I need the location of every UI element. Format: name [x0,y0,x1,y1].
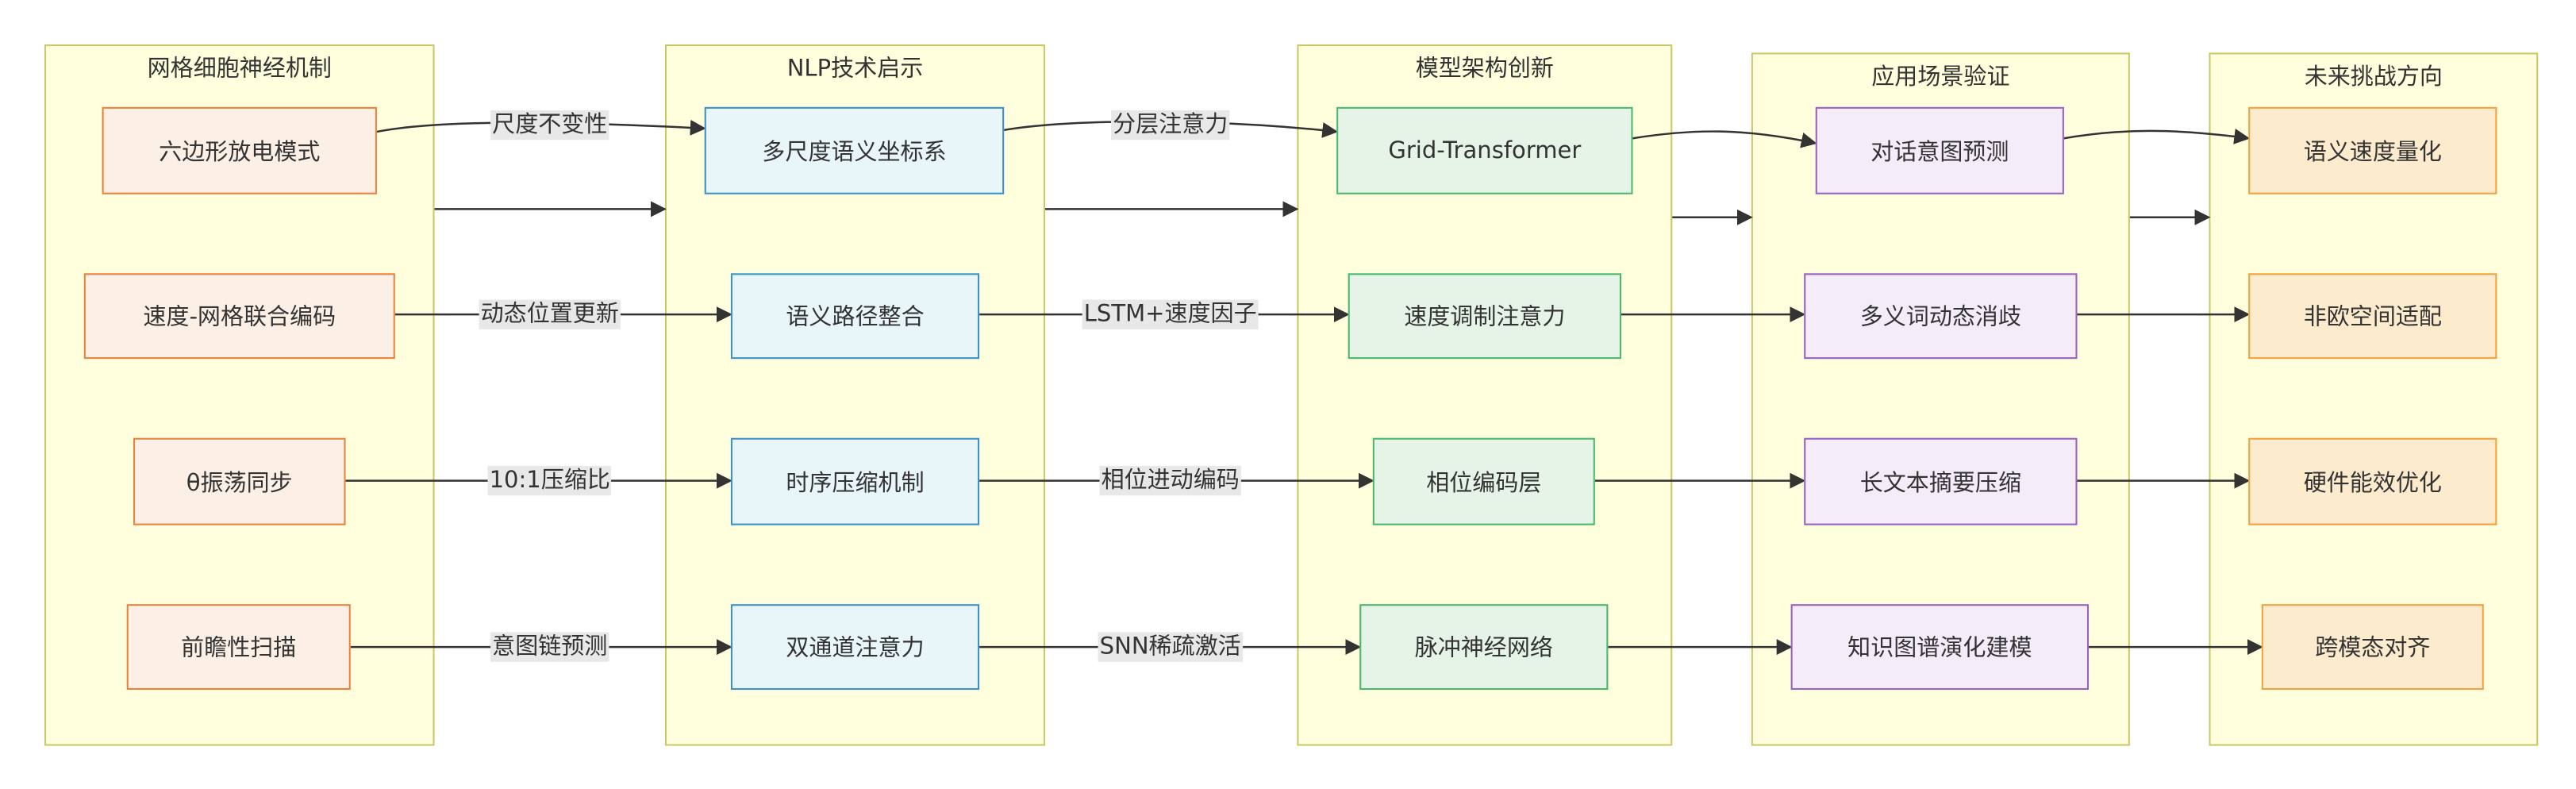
node-hexagonal-firing-pattern[interactable]: 六边形放电模式 [102,106,377,194]
node-knowledge-graph-evolution[interactable]: 知识图谱演化建模 [1790,604,2090,691]
lane-title: 应用场景验证 [1871,64,2010,91]
edge-label-lstm-velocity-factor: LSTM+速度因子 [1082,299,1259,329]
node-dual-channel-attention[interactable]: 双通道注意力 [730,604,980,691]
edge-c1-d1 [1632,130,1817,148]
edge-label-intent-chain-prediction: 意图链预测 [490,632,609,662]
node-multiscale-semantic-coordinates[interactable]: 多尺度语义坐标系 [704,106,1005,194]
node-semantic-path-integration[interactable]: 语义路径整合 [730,273,980,360]
edge-d1-e1 [2063,129,2251,144]
node-theta-oscillation-sync[interactable]: θ振荡同步 [133,437,346,525]
edge-label-dynamic-position-update: 动态位置更新 [479,299,621,329]
edge-label-compression-ratio: 10:1压缩比 [487,465,612,496]
lane-title: NLP技术启示 [786,56,924,83]
node-spiking-neural-network[interactable]: 脉冲神经网络 [1359,604,1609,691]
node-semantic-velocity-quantification[interactable]: 语义速度量化 [2248,106,2497,194]
node-polysemy-disambiguation[interactable]: 多义词动态消歧 [1804,273,2078,360]
edge-label-snn-sparse-activation: SNN稀疏激活 [1098,632,1243,662]
node-temporal-compression[interactable]: 时序压缩机制 [730,437,980,525]
node-velocity-grid-coding[interactable]: 速度-网格联合编码 [83,273,395,360]
edge-label-scale-invariance: 尺度不变性 [490,110,609,140]
node-non-euclidean-adaptation[interactable]: 非欧空间适配 [2248,273,2497,360]
edge-label-hierarchical-attention: 分层注意力 [1111,110,1230,140]
node-grid-transformer[interactable]: Grid-Transformer [1336,106,1633,194]
node-velocity-modulated-attention[interactable]: 速度调制注意力 [1348,273,1621,360]
lane-title: 未来挑战方向 [2304,64,2443,91]
lane-title: 网格细胞神经机制 [147,56,332,83]
node-dialog-intent-prediction[interactable]: 对话意图预测 [1815,106,2064,194]
lane-title: 模型架构创新 [1415,56,1554,83]
edge-label-phase-precession-coding: 相位进动编码 [1099,465,1241,496]
node-long-text-summarization[interactable]: 长文本摘要压缩 [1804,437,2078,525]
node-phase-coding-layer[interactable]: 相位编码层 [1372,437,1595,525]
node-hardware-efficiency[interactable]: 硬件能效优化 [2248,437,2497,525]
node-cross-modal-alignment[interactable]: 跨模态对齐 [2261,604,2484,691]
node-prospective-scanning[interactable]: 前瞻性扫描 [126,604,351,691]
